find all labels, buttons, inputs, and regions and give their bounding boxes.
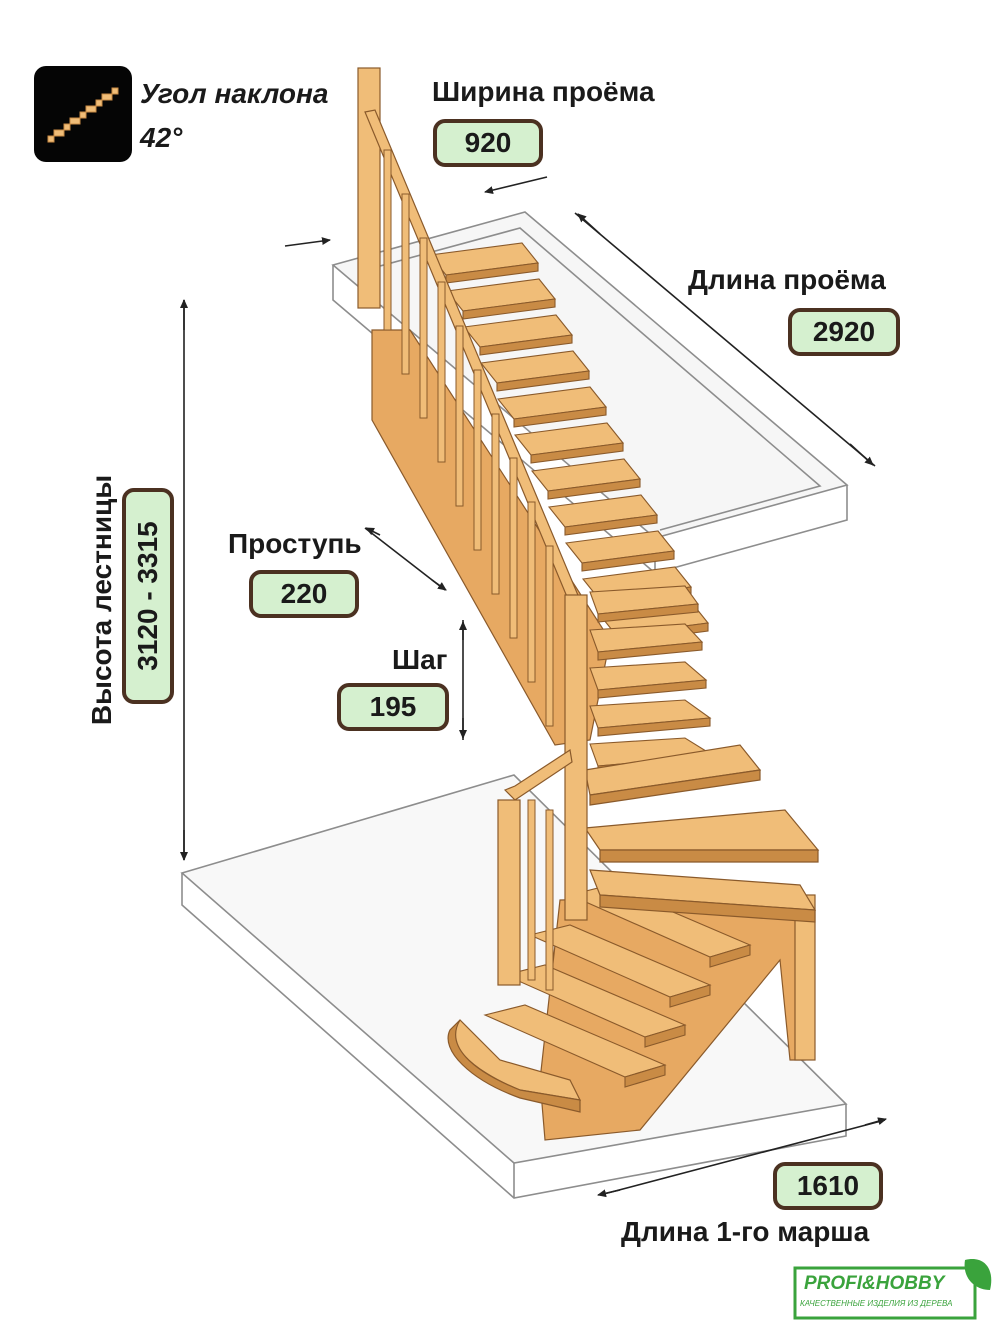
brand-tagline: КАЧЕСТВЕННЫЕ ИЗДЕЛИЯ ИЗ ДЕРЕВА	[800, 1299, 953, 1308]
brand-logo: PROFI&HOBBY КАЧЕСТВЕННЫЕ ИЗДЕЛИЯ ИЗ ДЕРЕ…	[790, 1264, 990, 1324]
opening-width-value: 920	[433, 119, 543, 167]
opening-width-label: Ширина проёма	[432, 76, 655, 107]
first-flight-length-label: Длина 1-го марша	[621, 1216, 870, 1247]
balusters	[383, 149, 554, 991]
tread-edge	[624, 1064, 666, 1088]
baluster	[473, 369, 482, 551]
tread-edge	[462, 298, 556, 320]
tread-edge	[513, 406, 607, 428]
length-line	[574, 212, 876, 467]
tread-edge	[581, 550, 675, 572]
starter-step	[447, 1019, 582, 1113]
baluster	[509, 457, 518, 639]
tread-edge	[479, 334, 573, 356]
leaf-icon	[964, 1259, 992, 1290]
upper-flight-treads	[428, 242, 716, 775]
angle-value: 42°	[140, 122, 183, 153]
baluster	[383, 149, 392, 331]
brand-logo-shape	[793, 1259, 992, 1320]
tread-edge	[597, 641, 703, 661]
baluster	[401, 193, 410, 375]
opening-length-label: Длина проёма	[688, 264, 886, 295]
tread-depth-label: Проступь	[228, 528, 362, 559]
tread-edge	[669, 984, 711, 1008]
baluster	[527, 799, 536, 981]
tread-edge	[597, 679, 707, 699]
baluster	[491, 413, 500, 595]
opening-length-value: 2920	[788, 308, 900, 356]
stair-height-value-box: 3120 - 3315	[122, 488, 174, 704]
flight-length-line	[599, 1119, 886, 1196]
baluster	[545, 809, 554, 991]
tread-edge	[530, 442, 624, 464]
tread-edge	[496, 370, 590, 392]
width-arrow	[484, 176, 548, 195]
tread-edge	[644, 1024, 686, 1048]
baluster	[455, 325, 464, 507]
winder-treads	[583, 744, 820, 923]
baluster	[437, 281, 446, 463]
tread-line	[364, 527, 446, 591]
top-newel-post	[357, 67, 381, 309]
baluster	[545, 545, 554, 727]
tread-edge	[597, 603, 699, 623]
step-rise-label: Шаг	[392, 644, 448, 675]
handrail-system	[357, 67, 588, 986]
tread-edge	[597, 717, 711, 737]
tread-edge	[709, 944, 751, 968]
bottom-newel-post	[497, 799, 521, 986]
brand-name: PROFI&HOBBY	[804, 1273, 945, 1294]
angle-label: Угол наклона	[140, 78, 329, 109]
tread-edge	[564, 514, 658, 536]
stair-height-label: Высота лестницы	[86, 474, 117, 726]
stairs-icon	[34, 66, 132, 162]
baluster	[419, 237, 428, 419]
first-flight-length-value: 1610	[773, 1162, 883, 1210]
baluster	[527, 501, 536, 683]
tread-depth-value: 220	[249, 570, 359, 618]
dimension-lines	[180, 176, 887, 1198]
tread-edge	[547, 478, 641, 500]
stair-height-value: 3120 - 3315	[132, 521, 163, 671]
step-rise-value: 195	[337, 683, 449, 731]
